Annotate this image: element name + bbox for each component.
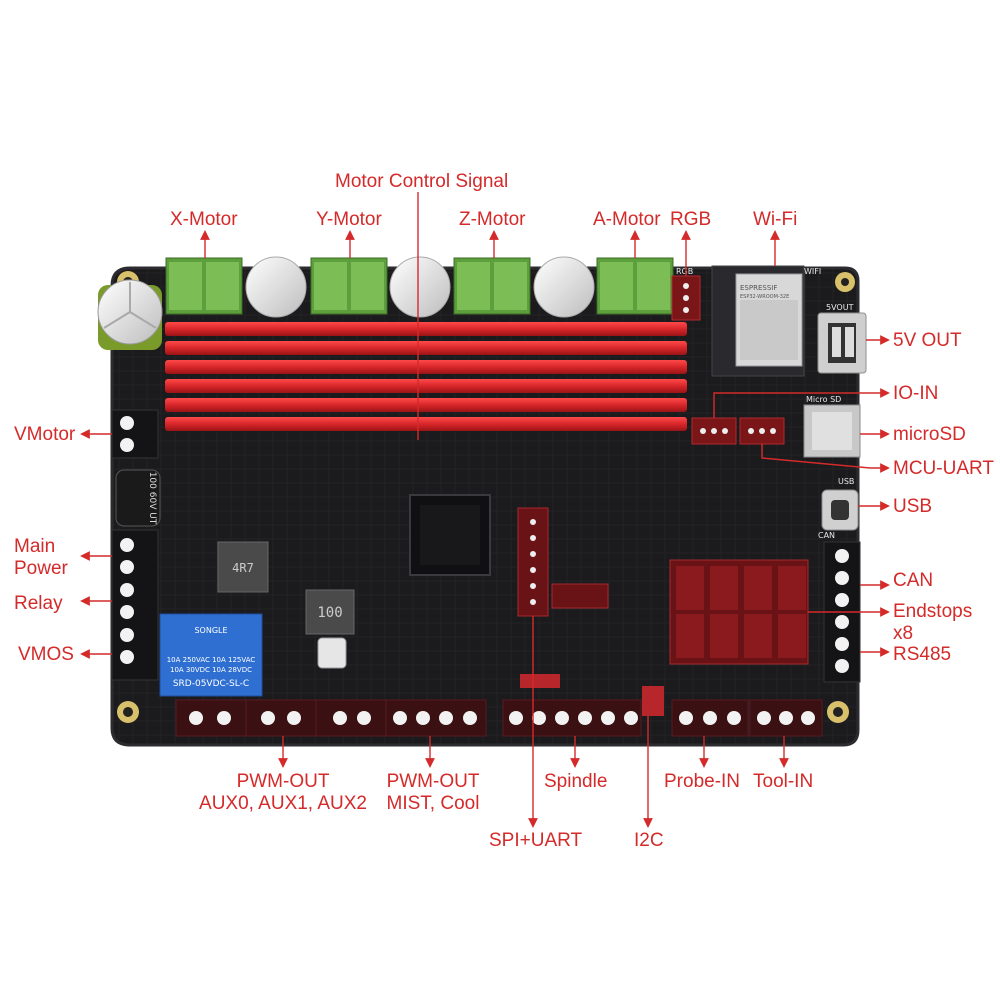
motor-capacitors xyxy=(245,256,595,318)
label-can: CAN xyxy=(893,570,934,591)
rgb-silk: RGB xyxy=(676,267,693,276)
label-usb: USB xyxy=(893,496,933,517)
wifi-module-brand: ESPRESSIF xyxy=(740,284,777,292)
bottom-terminals xyxy=(175,699,823,737)
spi-uart-header xyxy=(517,507,609,617)
label-main-power-line1: Main xyxy=(14,536,56,557)
label-spi-uart: SPI+UART xyxy=(489,830,583,851)
label-i2c: I2C xyxy=(634,830,664,851)
label-5v-out: 5V OUT xyxy=(893,330,962,351)
inductor-2: 100 xyxy=(305,589,355,635)
label-relay: Relay xyxy=(14,593,63,614)
relay: SONGLE 10A 250VAC 10A 125VAC 10A 30VDC 1… xyxy=(159,613,263,697)
can-rs485-connector: CAN xyxy=(818,531,861,683)
wifi-module: ESPRESSIF ESP32-WROOM-32E WIFI xyxy=(711,265,821,377)
label-pwm-out-mist-line1: PWM-OUT xyxy=(386,771,480,792)
label-io-in: IO-IN xyxy=(893,383,939,404)
label-endstops-line2: x8 xyxy=(893,623,914,644)
label-main-power-line2: Power xyxy=(14,558,68,579)
leader-lines xyxy=(80,192,890,828)
label-rs485: RS485 xyxy=(893,644,952,665)
label-y-motor: Y-Motor xyxy=(316,209,382,230)
x-motor-terminal xyxy=(165,257,243,315)
label-pwm-out-aux-line2: AUX0, AUX1, AUX2 xyxy=(199,793,367,814)
usb-a-port: 5VOUT xyxy=(817,303,867,374)
label-tool-in: Tool-IN xyxy=(753,771,814,792)
label-wifi: Wi-Fi xyxy=(753,209,798,230)
i2c-pins xyxy=(520,674,664,716)
y-motor-terminal xyxy=(310,257,388,315)
label-pwm-out-mist: PWM-OUT MIST, Cool xyxy=(378,771,488,815)
can-silk: CAN xyxy=(818,531,835,540)
heatsink xyxy=(165,322,687,431)
label-microsd: microSD xyxy=(893,424,966,445)
label-a-motor: A-Motor xyxy=(593,209,661,230)
mcu-chip xyxy=(409,494,491,576)
label-rgb: RGB xyxy=(670,209,712,230)
endstops-block xyxy=(669,559,809,665)
label-endstops-line1: Endstops xyxy=(893,601,973,622)
relay-rating-2: 10A 30VDC 10A 28VDC xyxy=(170,666,252,674)
label-pwm-out-mist-line2: MIST, Cool xyxy=(386,793,480,814)
relay-model: SRD-05VDC-SL-C xyxy=(173,679,249,689)
label-vmotor: VMotor xyxy=(14,424,76,445)
inductor-1: 4R7 xyxy=(217,541,269,593)
usb-silk: USB xyxy=(838,477,854,486)
label-spindle: Spindle xyxy=(544,771,608,792)
rgb-header: RGB xyxy=(671,267,701,321)
label-pwm-out-aux: PWM-OUT AUX0, AUX1, AUX2 xyxy=(198,771,368,815)
label-vmos: VMOS xyxy=(18,644,74,665)
left-connectors xyxy=(111,409,159,681)
wifi-silk: WIFI xyxy=(804,267,821,276)
label-mcu-uart: MCU-UART xyxy=(893,458,994,479)
io-uart-headers xyxy=(691,417,785,445)
label-z-motor: Z-Motor xyxy=(459,209,526,230)
label-x-motor: X-Motor xyxy=(170,209,238,230)
usb-c-port: USB xyxy=(821,477,859,531)
label-motor-control-signal: Motor Control Signal xyxy=(335,171,509,192)
fivev-silk: 5VOUT xyxy=(826,303,854,312)
motor-terminals xyxy=(165,257,674,315)
label-probe-in: Probe-IN xyxy=(664,771,741,792)
label-endstops: Endstops x8 xyxy=(893,601,972,645)
microsd-slot: Micro SD xyxy=(803,395,861,458)
inductor-2-silk: 100 xyxy=(317,605,342,621)
relay-rating-1: 10A 250VAC 10A 125VAC xyxy=(167,656,256,664)
label-pwm-out-aux-line1: PWM-OUT xyxy=(236,771,330,792)
wifi-module-sub: ESP32-WROOM-32E xyxy=(740,294,789,300)
label-main-power: Main Power xyxy=(14,536,68,580)
relay-brand: SONGLE xyxy=(194,626,227,635)
cap-left-silk: 100 60V UT xyxy=(147,472,157,525)
inductor-1-silk: 4R7 xyxy=(232,561,254,575)
capacitor-small xyxy=(317,637,347,669)
z-motor-terminal xyxy=(453,257,531,315)
microsd-silk: Micro SD xyxy=(806,395,841,404)
capacitor-large xyxy=(97,279,163,350)
capacitor-left: 100 60V UT xyxy=(115,469,161,527)
a-motor-terminal xyxy=(596,257,674,315)
